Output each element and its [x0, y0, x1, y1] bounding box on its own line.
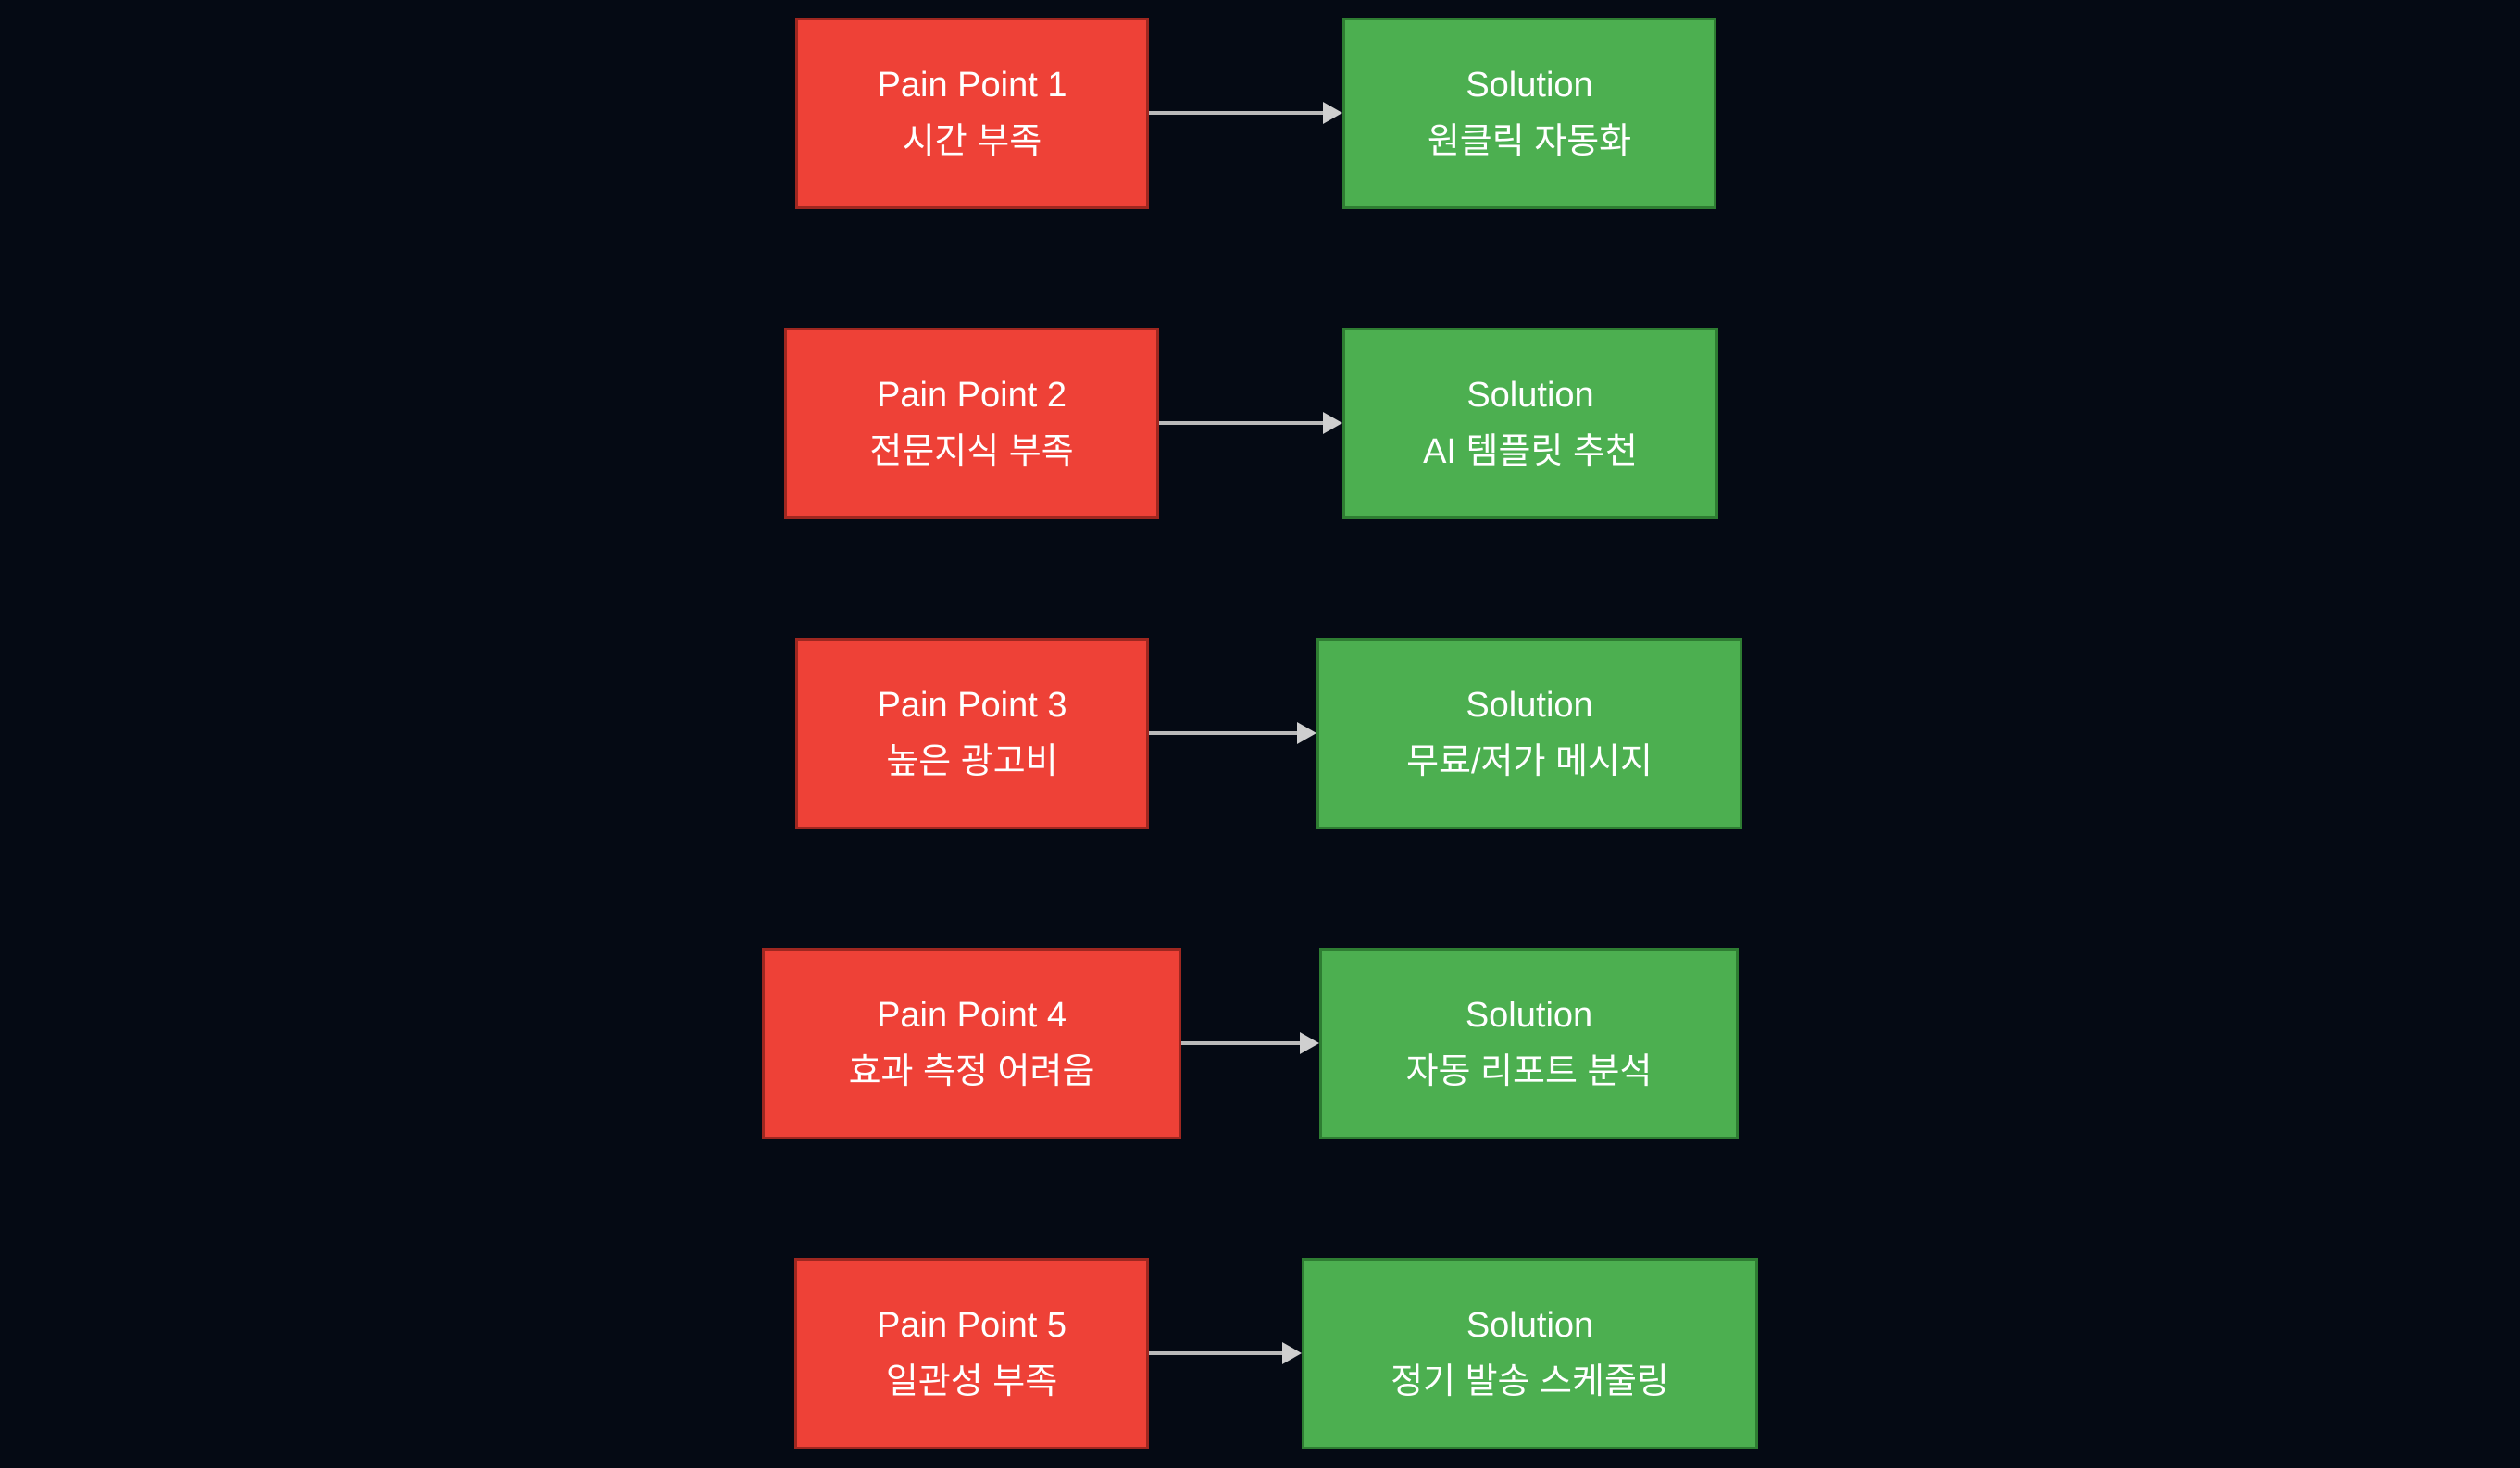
solution-subtitle: AI 템플릿 추천 — [1423, 431, 1638, 471]
pain-point-box-1: Pain Point 1 시간 부족 — [795, 18, 1149, 209]
arrow-head-icon-5 — [1282, 1342, 1302, 1364]
connector-arrow-line-3 — [1149, 731, 1299, 735]
pain-point-title: Pain Point 5 — [877, 1305, 1067, 1345]
solution-title: Solution — [1465, 995, 1593, 1035]
pain-point-title: Pain Point 1 — [877, 65, 1067, 105]
solution-box-4: Solution 자동 리포트 분석 — [1319, 948, 1739, 1139]
solution-subtitle: 자동 리포트 분석 — [1405, 1051, 1653, 1091]
pain-point-title: Pain Point 2 — [877, 375, 1067, 415]
connector-arrow-line-5 — [1149, 1351, 1284, 1355]
pain-point-box-4: Pain Point 4 효과 측정 어려움 — [762, 948, 1181, 1139]
solution-subtitle: 무료/저가 메시지 — [1406, 741, 1653, 781]
solution-box-5: Solution 정기 발송 스케줄링 — [1302, 1258, 1758, 1449]
solution-title: Solution — [1466, 1305, 1594, 1345]
arrow-head-icon-3 — [1297, 722, 1316, 744]
pain-point-subtitle: 효과 측정 어려움 — [848, 1051, 1095, 1091]
pain-point-title: Pain Point 3 — [877, 685, 1067, 725]
arrow-head-icon-4 — [1300, 1032, 1319, 1054]
connector-arrow-line-1 — [1149, 111, 1325, 115]
solution-box-3: Solution 무료/저가 메시지 — [1316, 638, 1742, 829]
solution-box-1: Solution 원클릭 자동화 — [1342, 18, 1716, 209]
pain-point-subtitle: 시간 부족 — [902, 121, 1042, 161]
pain-point-box-5: Pain Point 5 일관성 부족 — [794, 1258, 1149, 1449]
pain-point-box-2: Pain Point 2 전문지식 부족 — [784, 328, 1159, 519]
pain-point-subtitle: 일관성 부족 — [885, 1362, 1058, 1401]
solution-title: Solution — [1466, 65, 1593, 105]
pain-point-subtitle: 높은 광고비 — [886, 741, 1058, 781]
solution-title: Solution — [1466, 685, 1593, 725]
pain-point-subtitle: 전문지식 부족 — [869, 431, 1074, 471]
connector-arrow-line-4 — [1181, 1041, 1302, 1045]
pain-point-box-3: Pain Point 3 높은 광고비 — [795, 638, 1149, 829]
arrow-head-icon-1 — [1323, 102, 1342, 124]
solution-title: Solution — [1466, 375, 1594, 415]
pain-point-title: Pain Point 4 — [877, 995, 1067, 1035]
solution-subtitle: 정기 발송 스케줄링 — [1391, 1362, 1669, 1401]
connector-arrow-line-2 — [1159, 421, 1325, 425]
solution-box-2: Solution AI 템플릿 추천 — [1342, 328, 1718, 519]
solution-subtitle: 원클릭 자동화 — [1427, 121, 1632, 161]
arrow-head-icon-2 — [1323, 412, 1342, 434]
